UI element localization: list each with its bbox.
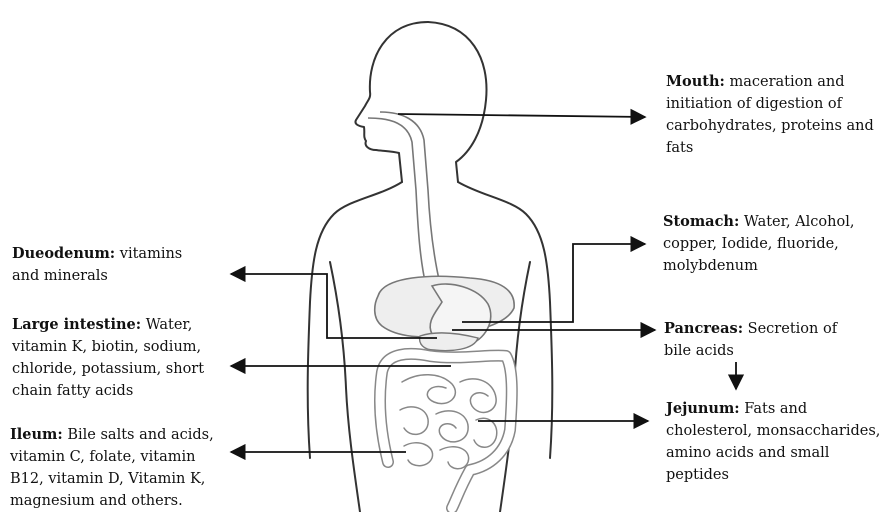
- esophagus: [368, 112, 440, 286]
- human-body-outline: [308, 22, 553, 512]
- stomach-label: Stomach: Water, Alcohol, copper, Iodide,…: [663, 211, 873, 277]
- duodenum-title: Dueodenum:: [12, 245, 115, 262]
- duodenum-label: Dueodenum: vitamins and minerals: [12, 243, 212, 287]
- large-intestine-label: Large intestine: Water, vitamin K, bioti…: [12, 314, 227, 402]
- ileum-title: Ileum:: [10, 426, 63, 443]
- mouth-label: Mouth: maceration and initiation of dige…: [666, 71, 888, 159]
- pancreas: [420, 333, 478, 351]
- mouth-title: Mouth:: [666, 73, 725, 90]
- stomach-title: Stomach:: [663, 213, 739, 230]
- mouth-arrow: [398, 114, 645, 117]
- pancreas-label: Pancreas: Secretion of bile acids: [664, 318, 854, 362]
- large-intestine: [380, 354, 512, 508]
- large-intestine-title: Large intestine:: [12, 316, 141, 333]
- ileum-label: Ileum: Bile salts and acids, vitamin C, …: [10, 424, 230, 512]
- pancreas-title: Pancreas:: [664, 320, 743, 337]
- jejunum-title: Jejunum:: [666, 400, 740, 417]
- jejunum-label: Jejunum: Fats and cholesterol, monsaccha…: [666, 398, 891, 486]
